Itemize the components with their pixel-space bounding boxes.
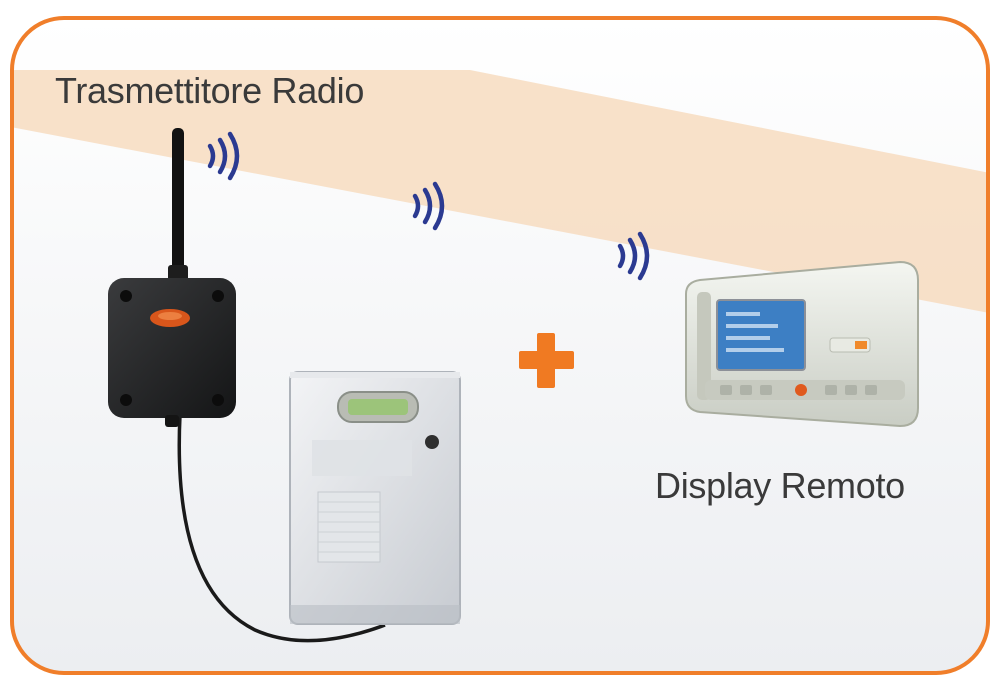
plus-icon — [519, 333, 574, 388]
radio-wave-icon — [412, 181, 445, 231]
antenna — [172, 128, 184, 283]
radio-transmitter-device — [108, 128, 236, 427]
radio-wave-icon — [207, 131, 240, 181]
display-label: Display Remoto — [655, 465, 905, 506]
display-screen — [716, 299, 806, 371]
diagonal-band — [12, 70, 988, 315]
control-panel-unit — [289, 371, 461, 625]
panel-key — [425, 435, 439, 449]
transmitter-body — [108, 278, 236, 418]
panel-lcd — [348, 399, 408, 415]
transmitter-label: Trasmettitore Radio — [55, 70, 365, 111]
remote-display-device — [685, 260, 919, 428]
radio-wave-icon — [617, 231, 650, 281]
frame-border — [10, 16, 990, 675]
connection-cable — [177, 414, 386, 643]
